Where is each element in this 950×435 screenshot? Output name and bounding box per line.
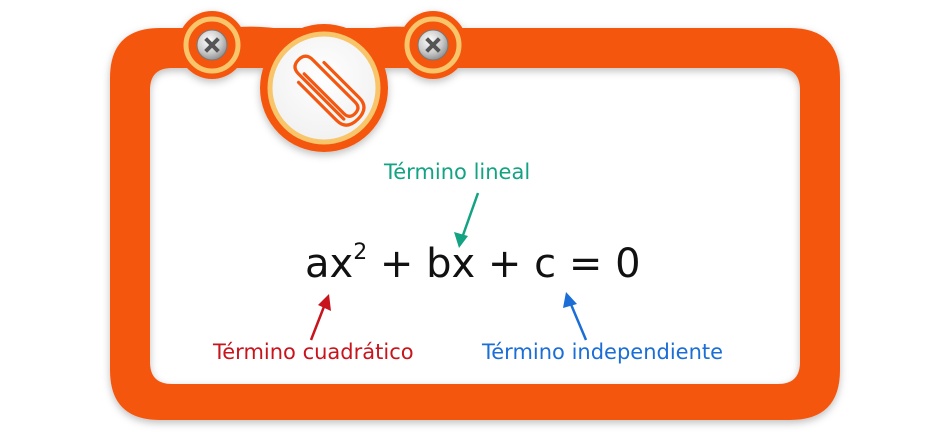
quadratic-term: ax: [305, 241, 354, 287]
equals-sign: =: [556, 241, 616, 287]
left-screw: [183, 16, 241, 74]
right-hand-side: 0: [615, 241, 641, 287]
plus-sign: +: [475, 241, 535, 287]
label-termino-lineal: Término lineal: [384, 160, 531, 184]
exponent: 2: [353, 239, 368, 265]
constant-term: c: [534, 241, 557, 287]
right-screw: [404, 16, 462, 74]
screw-icon: [425, 37, 441, 53]
label-termino-independiente: Término independiente: [482, 340, 724, 364]
label-termino-cuadratico: Término cuadrático: [213, 340, 414, 364]
arrow-cuadratico: [309, 294, 331, 341]
plus-sign: +: [367, 241, 427, 287]
paperclip-icon: [293, 54, 366, 127]
arrow-independiente: [563, 292, 588, 341]
quadratic-equation: ax2 + bx + c = 0: [305, 241, 641, 287]
screw-icon: [204, 37, 220, 53]
arrow-lineal: [454, 192, 480, 248]
linear-term: bx: [426, 241, 476, 287]
paperclip-badge: [267, 31, 381, 145]
